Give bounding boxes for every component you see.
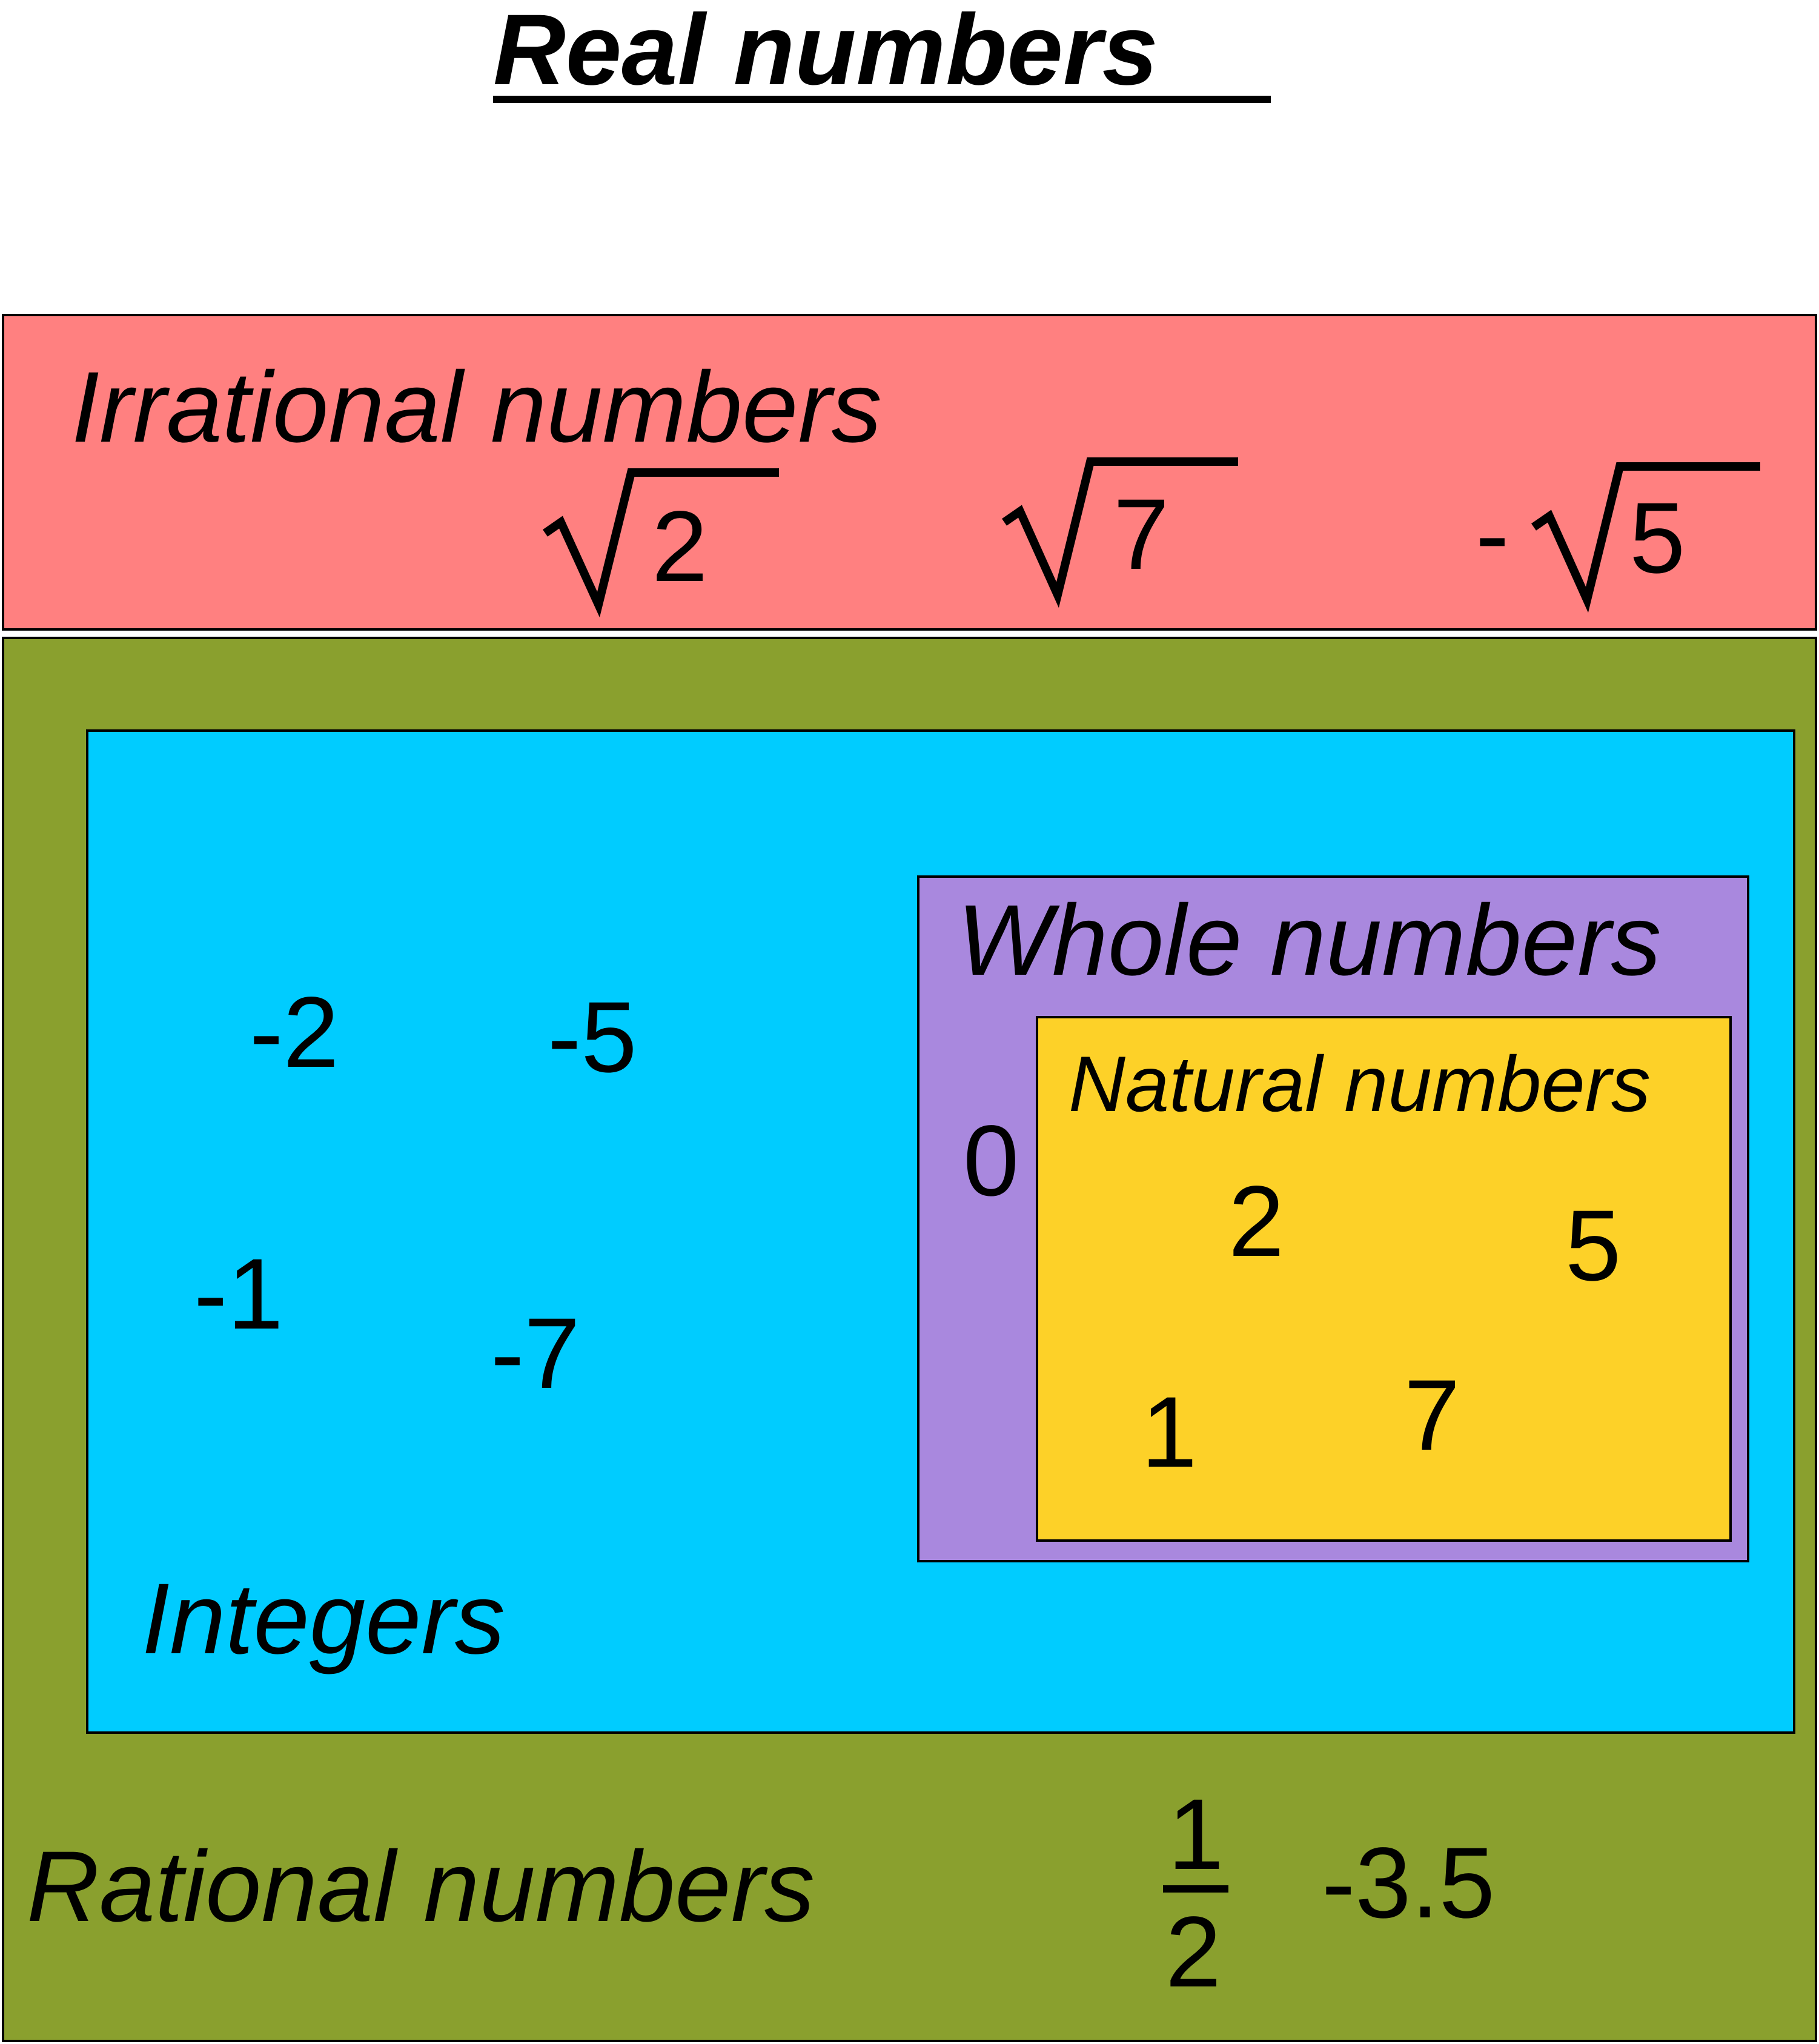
fraction-numerator: 1 — [1168, 1779, 1224, 1891]
fraction-bar — [1163, 1885, 1228, 1893]
sqrt-7-radicand: 7 — [1113, 479, 1170, 591]
fraction-denominator: 2 — [1165, 1896, 1222, 2008]
natural-number-member: 2 — [1228, 1166, 1285, 1278]
integer-member: -5 — [548, 981, 637, 1093]
neg-sqrt-5-sign: - — [1476, 479, 1509, 591]
natural-number-member: 5 — [1565, 1190, 1622, 1302]
neg-sqrt-5-radicand: 5 — [1629, 482, 1686, 594]
irrational-numbers-region — [2, 314, 1817, 631]
sqrt-2-radicand: 2 — [652, 491, 708, 603]
integer-member: -7 — [491, 1298, 580, 1410]
integers-label: Integers — [142, 1563, 505, 1675]
rational-decimal-member: -3.5 — [1322, 1827, 1496, 1939]
diagram-title: Real numbers — [493, 0, 1158, 106]
whole-numbers-label: Whole numbers — [957, 884, 1662, 997]
sqrt-7-radical-icon — [1002, 457, 1238, 608]
natural-number-member: 7 — [1404, 1359, 1460, 1472]
rational-numbers-label: Rational numbers — [27, 1831, 815, 1943]
whole-number-member: 0 — [963, 1105, 1019, 1217]
neg-sqrt-5-radical-icon — [1531, 462, 1760, 613]
natural-numbers-label: Natural numbers — [1069, 1040, 1651, 1128]
sqrt-2-radical-icon — [543, 468, 779, 618]
integer-member: -1 — [194, 1238, 283, 1350]
natural-number-member: 1 — [1141, 1376, 1198, 1488]
title-underline — [493, 96, 1271, 103]
integer-member: -2 — [250, 977, 339, 1089]
natural-numbers-region — [1036, 1016, 1732, 1542]
irrational-numbers-label: Irrational numbers — [71, 351, 882, 463]
